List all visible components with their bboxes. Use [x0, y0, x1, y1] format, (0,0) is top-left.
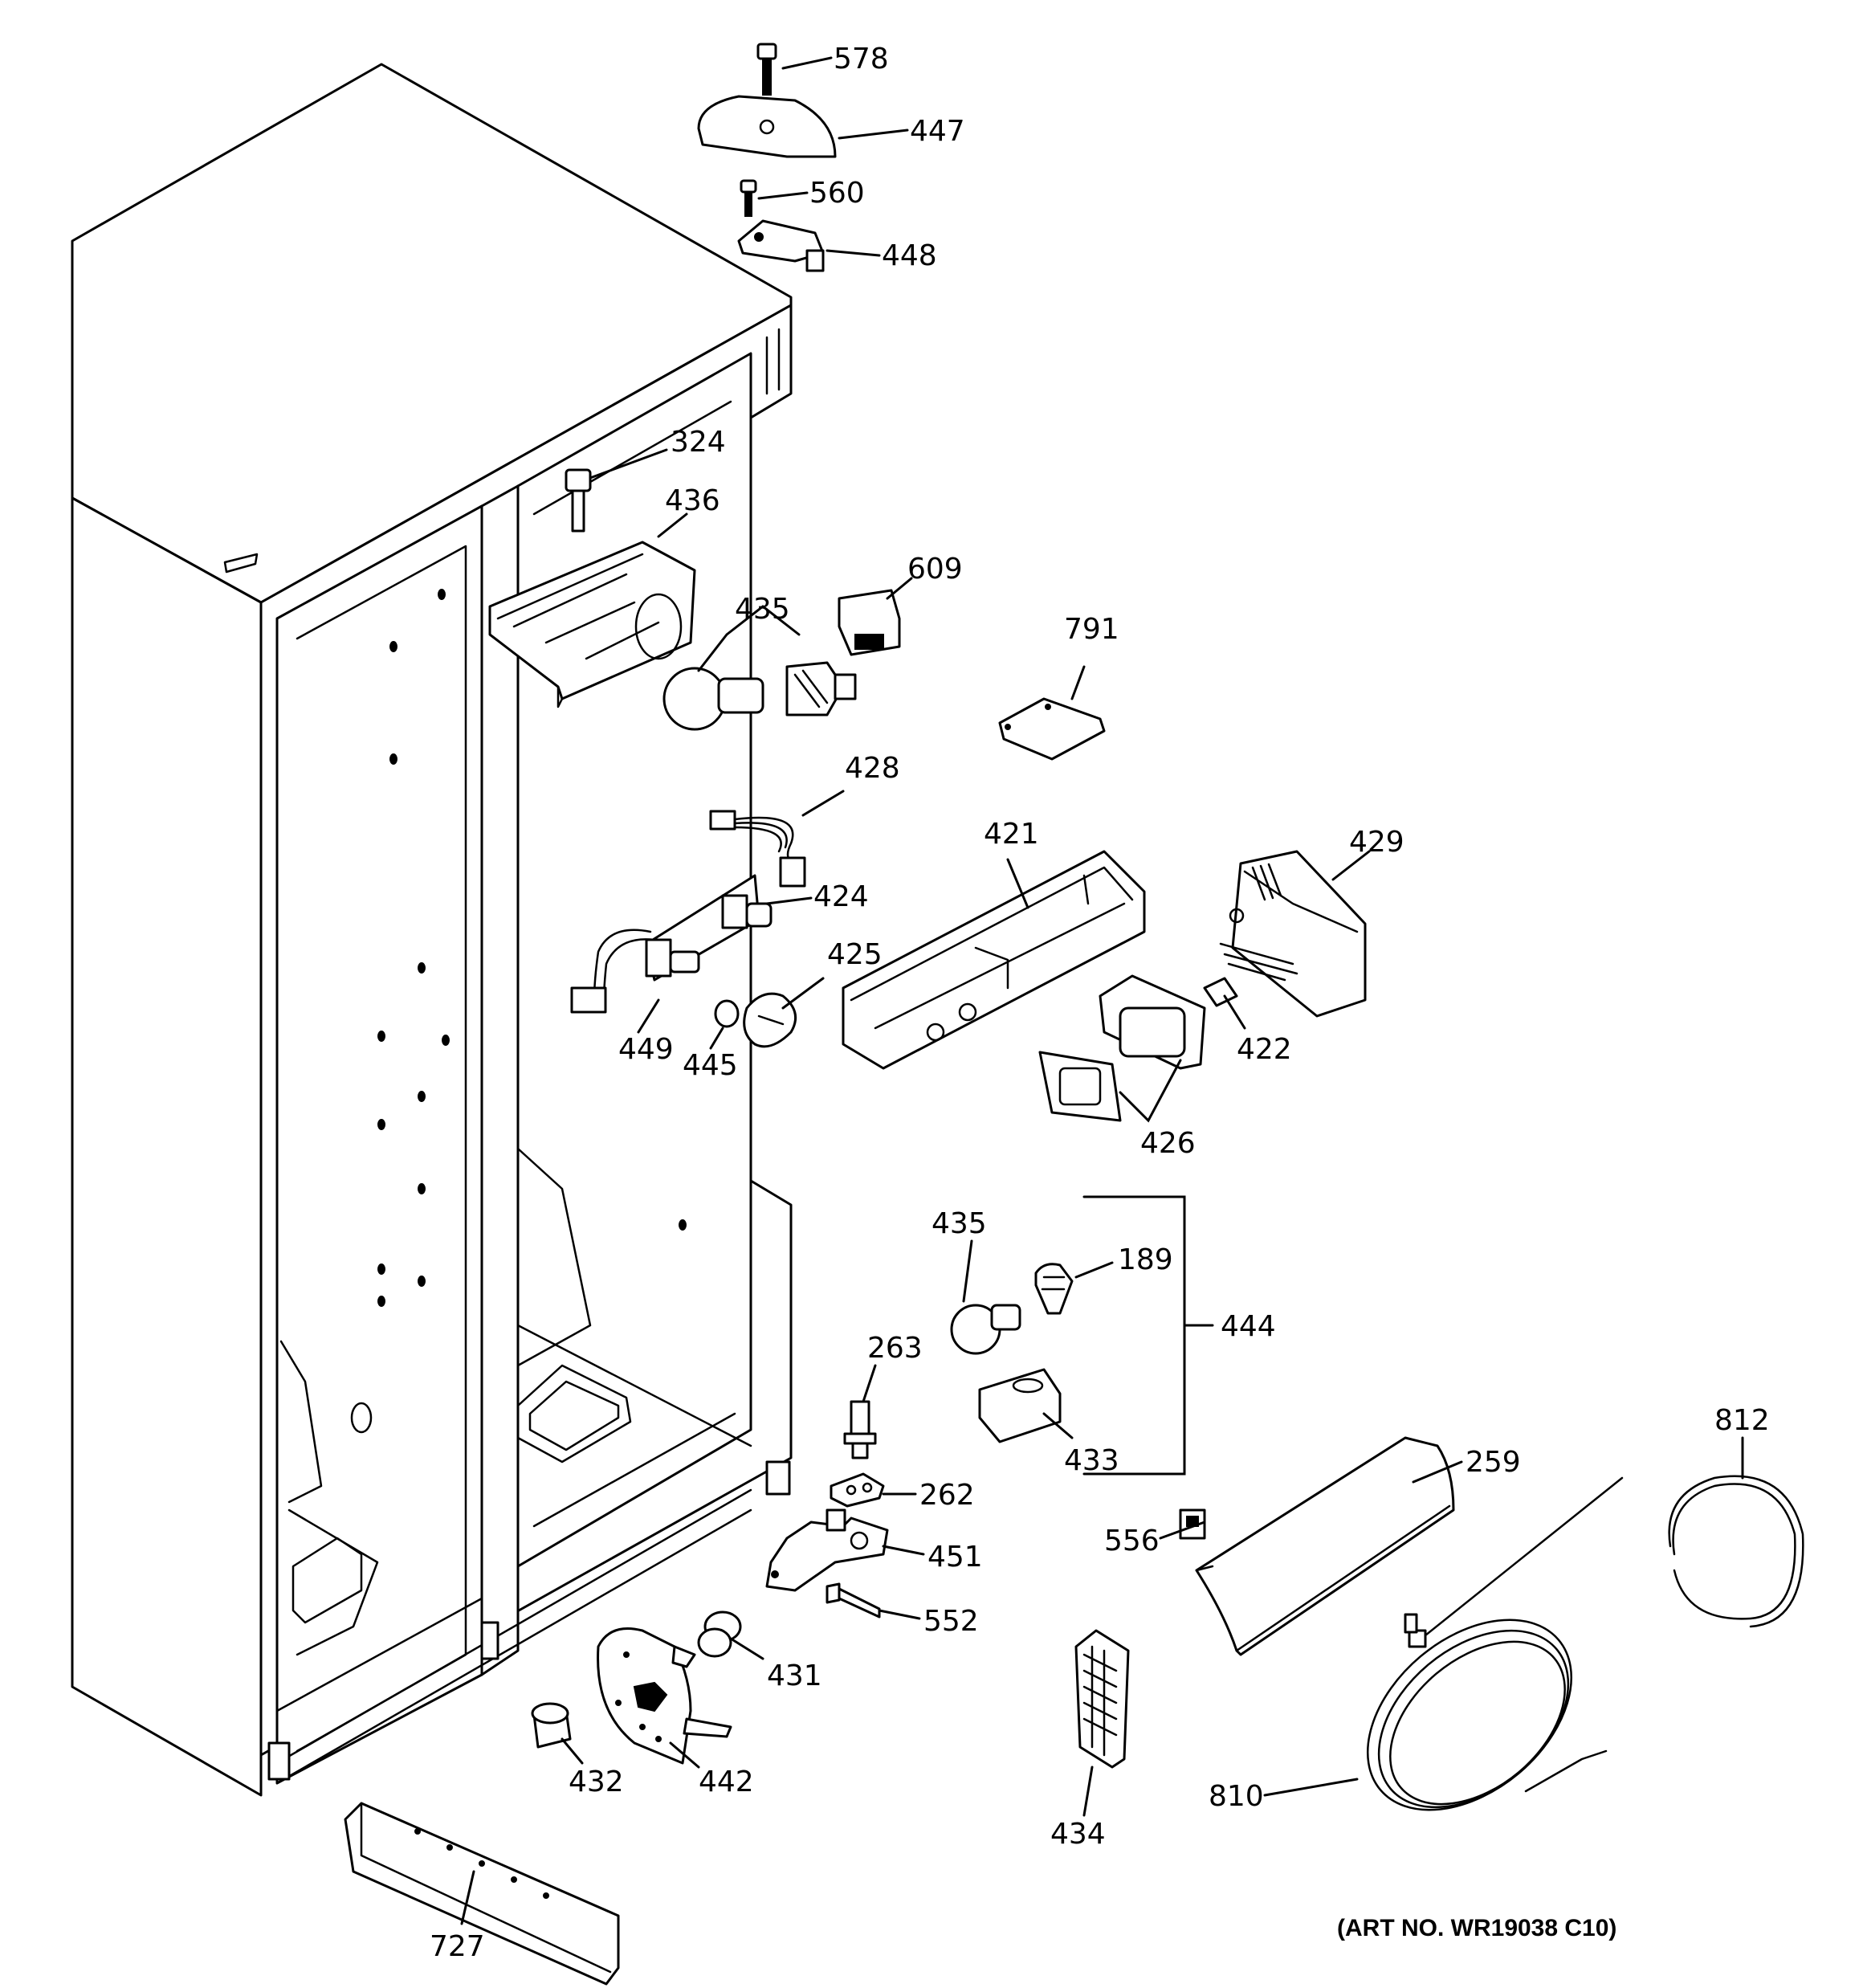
part-435-light-bulb-lower — [950, 1304, 1021, 1355]
part-810-water-tubing — [1366, 1476, 1624, 1811]
freezer-liner — [516, 352, 752, 1568]
callout-436: 436 — [665, 484, 720, 517]
callout-425: 425 — [827, 938, 883, 971]
center-mullion — [480, 484, 520, 1676]
part-727-toe-grille — [344, 1802, 620, 1986]
callout-426: 426 — [1140, 1127, 1196, 1160]
part-428-wire-harness — [709, 810, 806, 888]
callout-791: 791 — [1064, 613, 1119, 646]
part-259-tube-cover — [1195, 1436, 1455, 1656]
part-424-control-assembly — [570, 874, 773, 1014]
part-445-knob-insert — [714, 999, 740, 1028]
part-263-plunger — [843, 1400, 877, 1459]
callout-448: 448 — [882, 239, 937, 272]
part-447-hinge-cover — [697, 95, 837, 158]
part-435-socket-upper — [785, 661, 857, 716]
callout-263: 263 — [867, 1332, 923, 1365]
leader-lines — [460, 56, 1744, 1925]
callout-435-upper: 435 — [735, 593, 790, 626]
part-262-hinge-bushing — [830, 1472, 885, 1508]
part-433-light-housing — [978, 1368, 1062, 1443]
cabinet-left-side — [71, 496, 263, 1797]
refrigerator-cabinet — [71, 63, 793, 1797]
callout-444: 444 — [1221, 1310, 1276, 1343]
part-791-cover — [998, 697, 1106, 761]
callout-189: 189 — [1118, 1243, 1173, 1276]
part-552-bolt — [826, 1582, 881, 1619]
part-556-connector — [1179, 1508, 1206, 1540]
part-444-group-bracket — [1082, 1195, 1214, 1476]
callout-422: 422 — [1237, 1033, 1292, 1066]
part-431-grommet — [697, 1610, 742, 1658]
part-560-screw — [740, 179, 757, 217]
callout-552: 552 — [923, 1605, 979, 1638]
part-421-control-housing — [842, 850, 1146, 1070]
part-442-motor-assembly — [597, 1627, 732, 1765]
callout-442: 442 — [699, 1766, 754, 1798]
part-425-control-knob — [743, 992, 797, 1048]
part-436-light-shield — [488, 541, 696, 708]
part-432-spacer — [531, 1702, 572, 1749]
part-429-damper-housing — [1219, 850, 1367, 1018]
callout-447: 447 — [910, 115, 965, 148]
art-number: (ART NO. WR19038 C10) — [1337, 1915, 1616, 1941]
part-812-tubing-ring — [1668, 1475, 1804, 1628]
part-426-vent-assembly — [1038, 974, 1206, 1122]
callout-429: 429 — [1349, 826, 1404, 859]
part-435-light-bulb-upper — [662, 667, 764, 731]
part-578-screw — [756, 43, 777, 96]
callout-445: 445 — [683, 1049, 738, 1082]
part-189-light-socket — [1034, 1263, 1074, 1315]
part-451-bottom-hinge — [765, 1508, 889, 1592]
part-422-clip — [1203, 977, 1238, 1007]
callout-424: 424 — [813, 880, 869, 913]
callout-432: 432 — [569, 1766, 624, 1798]
callout-428: 428 — [845, 752, 900, 785]
callout-609: 609 — [907, 553, 963, 586]
part-609-switch — [838, 589, 901, 656]
callout-578: 578 — [834, 43, 889, 76]
fresh-food-liner — [275, 504, 483, 1785]
callout-435-lower: 435 — [932, 1207, 987, 1240]
cabinet-mounting-holes — [377, 589, 687, 1307]
callout-433: 433 — [1064, 1444, 1119, 1477]
callout-449: 449 — [618, 1033, 674, 1066]
callout-262: 262 — [919, 1479, 975, 1512]
part-448-top-hinge — [737, 219, 825, 272]
part-324-screw — [565, 468, 592, 533]
callout-560: 560 — [809, 177, 865, 210]
callout-434: 434 — [1050, 1818, 1106, 1851]
callout-431: 431 — [767, 1659, 822, 1692]
callout-727: 727 — [430, 1930, 485, 1963]
callout-556: 556 — [1104, 1525, 1160, 1557]
part-434-vent-grille — [1074, 1629, 1130, 1769]
callout-421: 421 — [984, 818, 1039, 851]
callout-259: 259 — [1466, 1446, 1521, 1479]
callout-451: 451 — [927, 1541, 983, 1574]
callout-324: 324 — [671, 426, 726, 459]
callout-labels: 578 447 560 448 324 436 609 435 791 428 … — [430, 43, 1770, 1963]
callout-810: 810 — [1209, 1780, 1264, 1813]
callout-812: 812 — [1714, 1404, 1770, 1437]
